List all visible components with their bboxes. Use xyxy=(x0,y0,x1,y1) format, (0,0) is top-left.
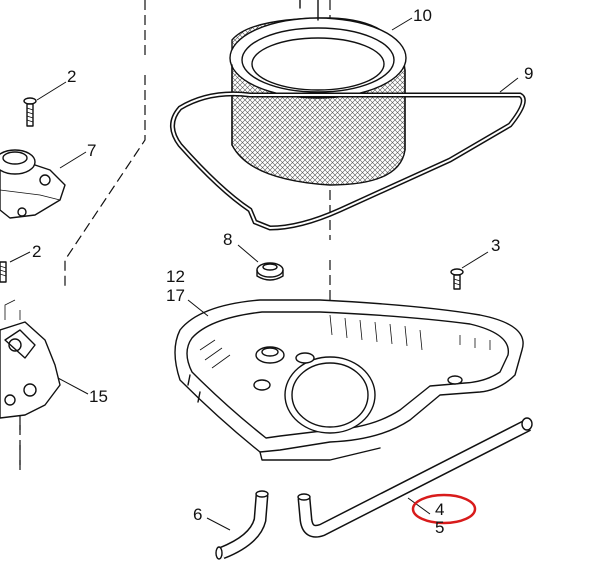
tube-part-4-5 xyxy=(297,417,533,538)
screw-part-2-mid xyxy=(0,261,7,283)
filter-element-part-10 xyxy=(229,0,407,186)
leader-8 xyxy=(237,244,259,263)
callout-12: 12 xyxy=(166,267,185,286)
leader-7 xyxy=(59,151,87,169)
air-cleaner-base-part-12-17 xyxy=(174,299,524,461)
callout-15: 15 xyxy=(89,387,108,406)
leader-9 xyxy=(499,77,519,93)
callout-2-mid: 2 xyxy=(32,242,41,261)
callout-4: 4 xyxy=(435,500,444,519)
callout-7: 7 xyxy=(87,141,96,160)
hose-part-6 xyxy=(215,490,269,560)
leader-4-5 xyxy=(407,497,431,515)
leader-10 xyxy=(391,17,413,31)
screw-part-3 xyxy=(450,268,464,290)
leader-6 xyxy=(206,517,231,531)
grommet-part-8 xyxy=(256,262,284,281)
callout-9: 9 xyxy=(524,64,533,83)
callout-5: 5 xyxy=(435,518,444,537)
callout-10: 10 xyxy=(413,6,432,25)
highlight-circle-part-4 xyxy=(411,493,477,525)
callout-8: 8 xyxy=(223,230,232,249)
gasket-part-9 xyxy=(170,91,526,231)
callout-6: 6 xyxy=(193,505,202,524)
callout-2-top: 2 xyxy=(67,67,76,86)
leader-15 xyxy=(57,377,89,395)
screw-part-2-top xyxy=(23,97,37,127)
leader-3 xyxy=(461,251,489,269)
leader-12-17 xyxy=(187,299,209,317)
callout-17: 17 xyxy=(166,286,185,305)
sensor-part-15 xyxy=(0,299,61,419)
leader-2-top xyxy=(36,81,67,101)
leader-2-mid xyxy=(9,251,31,263)
bracket-part-7 xyxy=(0,149,66,219)
callout-3: 3 xyxy=(491,236,500,255)
